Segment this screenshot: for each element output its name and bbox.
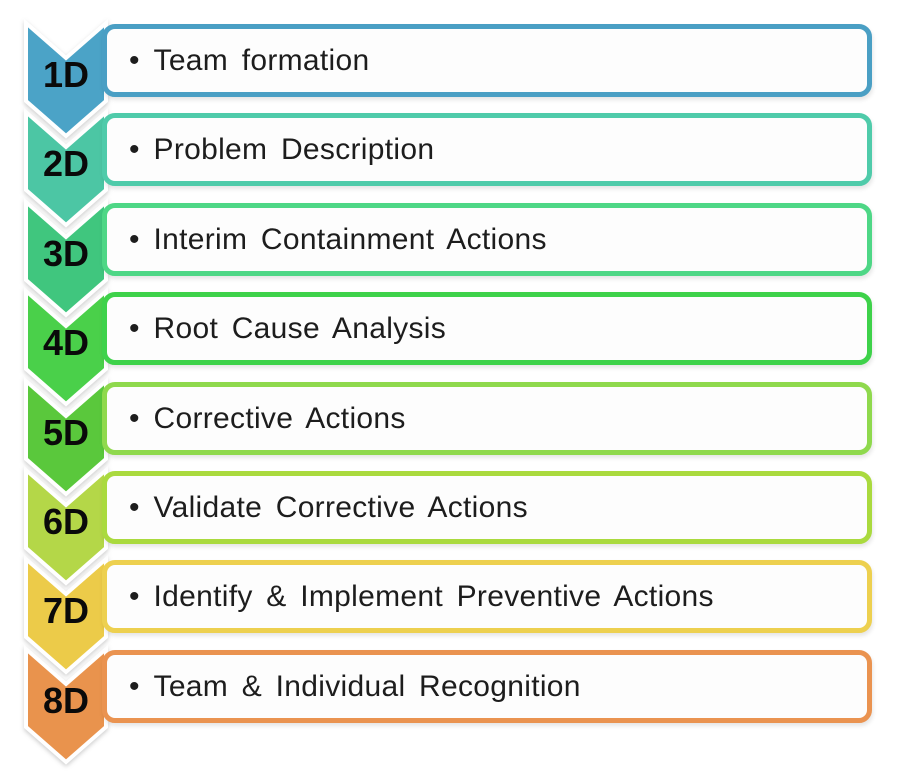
- step-box: • Team & Individual Recognition: [102, 650, 872, 723]
- step-description: Problem Description: [153, 132, 435, 166]
- chevron-shape: [24, 554, 108, 675]
- chevron-down-icon: [24, 18, 108, 139]
- chevron-down-icon: [24, 376, 108, 497]
- bullet-marker: •: [129, 579, 140, 613]
- bullet-marker: •: [129, 401, 140, 435]
- step-row-7d: 7D • Identify & Implement Preventive Act…: [0, 554, 900, 677]
- bullet-marker: •: [129, 669, 140, 703]
- step-row-2d: 2D • Problem Description: [0, 107, 900, 230]
- bullet-marker: •: [129, 222, 140, 256]
- chevron-shape: [24, 376, 108, 497]
- step-box: • Validate Corrective Actions: [102, 471, 872, 544]
- chevron-shape: [24, 107, 108, 228]
- step-description: Corrective Actions: [153, 401, 406, 435]
- bullet-marker: •: [129, 43, 140, 77]
- step-id-label: 4D: [42, 322, 90, 363]
- step-row-5d: 5D • Corrective Actions: [0, 376, 900, 499]
- chevron-down-icon: [24, 465, 108, 586]
- step-box: • Root Cause Analysis: [102, 292, 872, 365]
- bullet-marker: •: [129, 490, 140, 524]
- bullet-marker: •: [129, 132, 140, 166]
- chevron-down-icon: [24, 286, 108, 407]
- step-description: Interim Containment Actions: [153, 222, 547, 256]
- step-description: Validate Corrective Actions: [153, 490, 528, 524]
- chevron-shape: [24, 465, 108, 586]
- step-row-8d: 8D • Team & Individual Recognition: [0, 644, 900, 767]
- step-box: • Interim Containment Actions: [102, 203, 872, 276]
- chevron-down-icon: [24, 197, 108, 318]
- step-description: Identify & Implement Preventive Actions: [153, 579, 714, 613]
- step-box: • Identify & Implement Preventive Action…: [102, 560, 872, 633]
- step-id-label: 8D: [42, 680, 90, 721]
- chevron-shape: [24, 286, 108, 407]
- step-description: Root Cause Analysis: [153, 311, 447, 345]
- step-box: • Team formation: [102, 24, 872, 97]
- step-row-4d: 4D • Root Cause Analysis: [0, 286, 900, 409]
- chevron-shape: [24, 644, 108, 765]
- step-box: • Corrective Actions: [102, 382, 872, 455]
- step-description: Team formation: [153, 43, 370, 77]
- step-id-label: 7D: [42, 590, 90, 631]
- step-row-1d: 1D • Team formation: [0, 18, 900, 141]
- bullet-marker: •: [129, 311, 140, 345]
- chevron-shape: [24, 18, 108, 139]
- step-id-label: 2D: [42, 143, 90, 184]
- step-box: • Problem Description: [102, 113, 872, 186]
- step-row-6d: 6D • Validate Corrective Actions: [0, 465, 900, 588]
- chevron-down-icon: [24, 554, 108, 675]
- step-id-label: 3D: [42, 233, 90, 274]
- step-description: Team & Individual Recognition: [153, 669, 581, 703]
- step-id-label: 5D: [42, 412, 90, 453]
- chevron-shape: [24, 197, 108, 318]
- step-id-label: 1D: [42, 54, 90, 95]
- chevron-down-icon: [24, 107, 108, 228]
- step-row-3d: 3D • Interim Containment Actions: [0, 197, 900, 320]
- step-id-label: 6D: [42, 501, 90, 542]
- chevron-down-icon: [24, 644, 108, 765]
